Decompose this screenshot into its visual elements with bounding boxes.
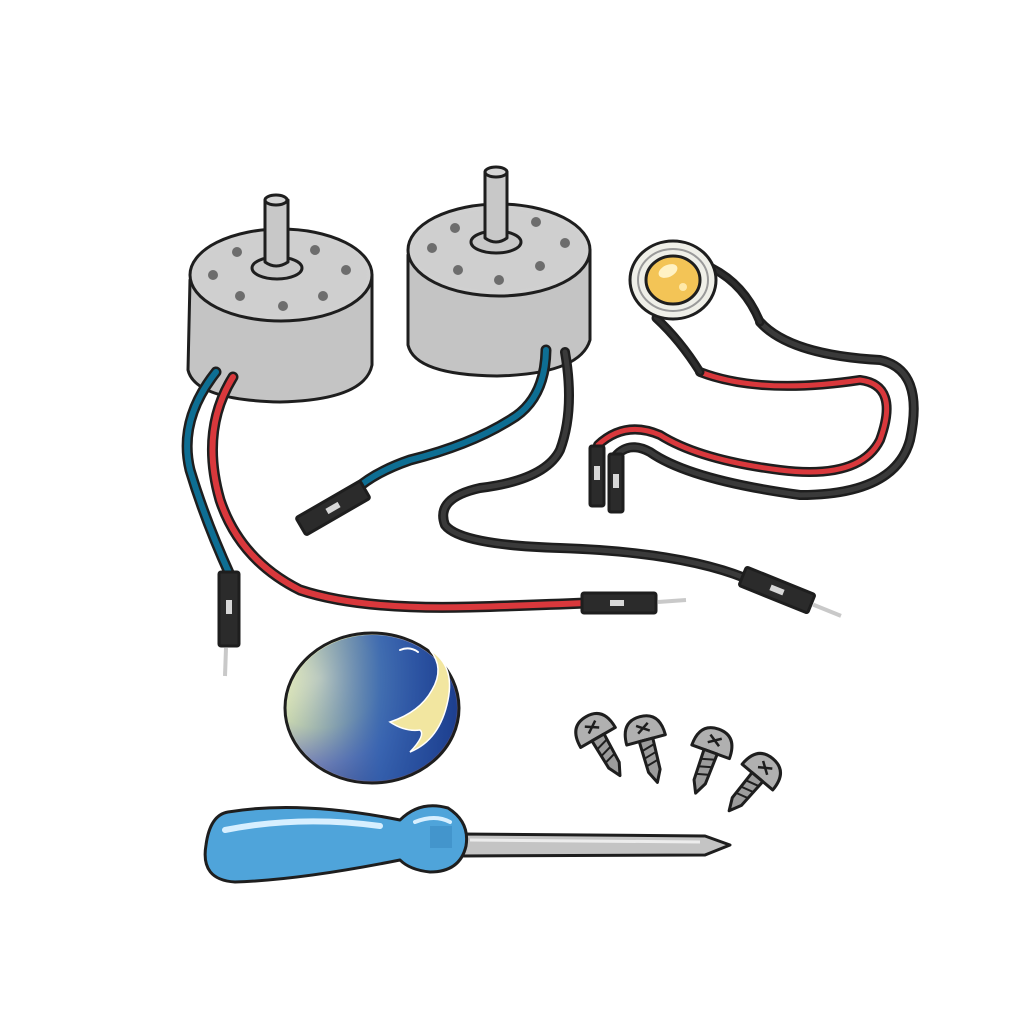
motor2-wires [349, 344, 750, 583]
screw-icon [727, 751, 782, 813]
screw-icon [574, 712, 622, 778]
motor1-wires [181, 366, 591, 613]
dc-motor-icon [406, 165, 592, 378]
jumper-connector-icon [588, 444, 625, 514]
screwdriver-icon [203, 804, 732, 884]
jumper-connector-icon [295, 480, 371, 536]
jumper-connector-icon [217, 570, 241, 677]
screw-icon [690, 726, 734, 795]
jumper-connector-icon [738, 565, 842, 618]
screw-icon [623, 714, 667, 784]
dc-motor-icon [186, 193, 374, 404]
led-wires [593, 263, 919, 500]
jumper-connector-icon [580, 591, 687, 615]
led-icon [628, 239, 718, 321]
lens-icon [283, 631, 461, 785]
